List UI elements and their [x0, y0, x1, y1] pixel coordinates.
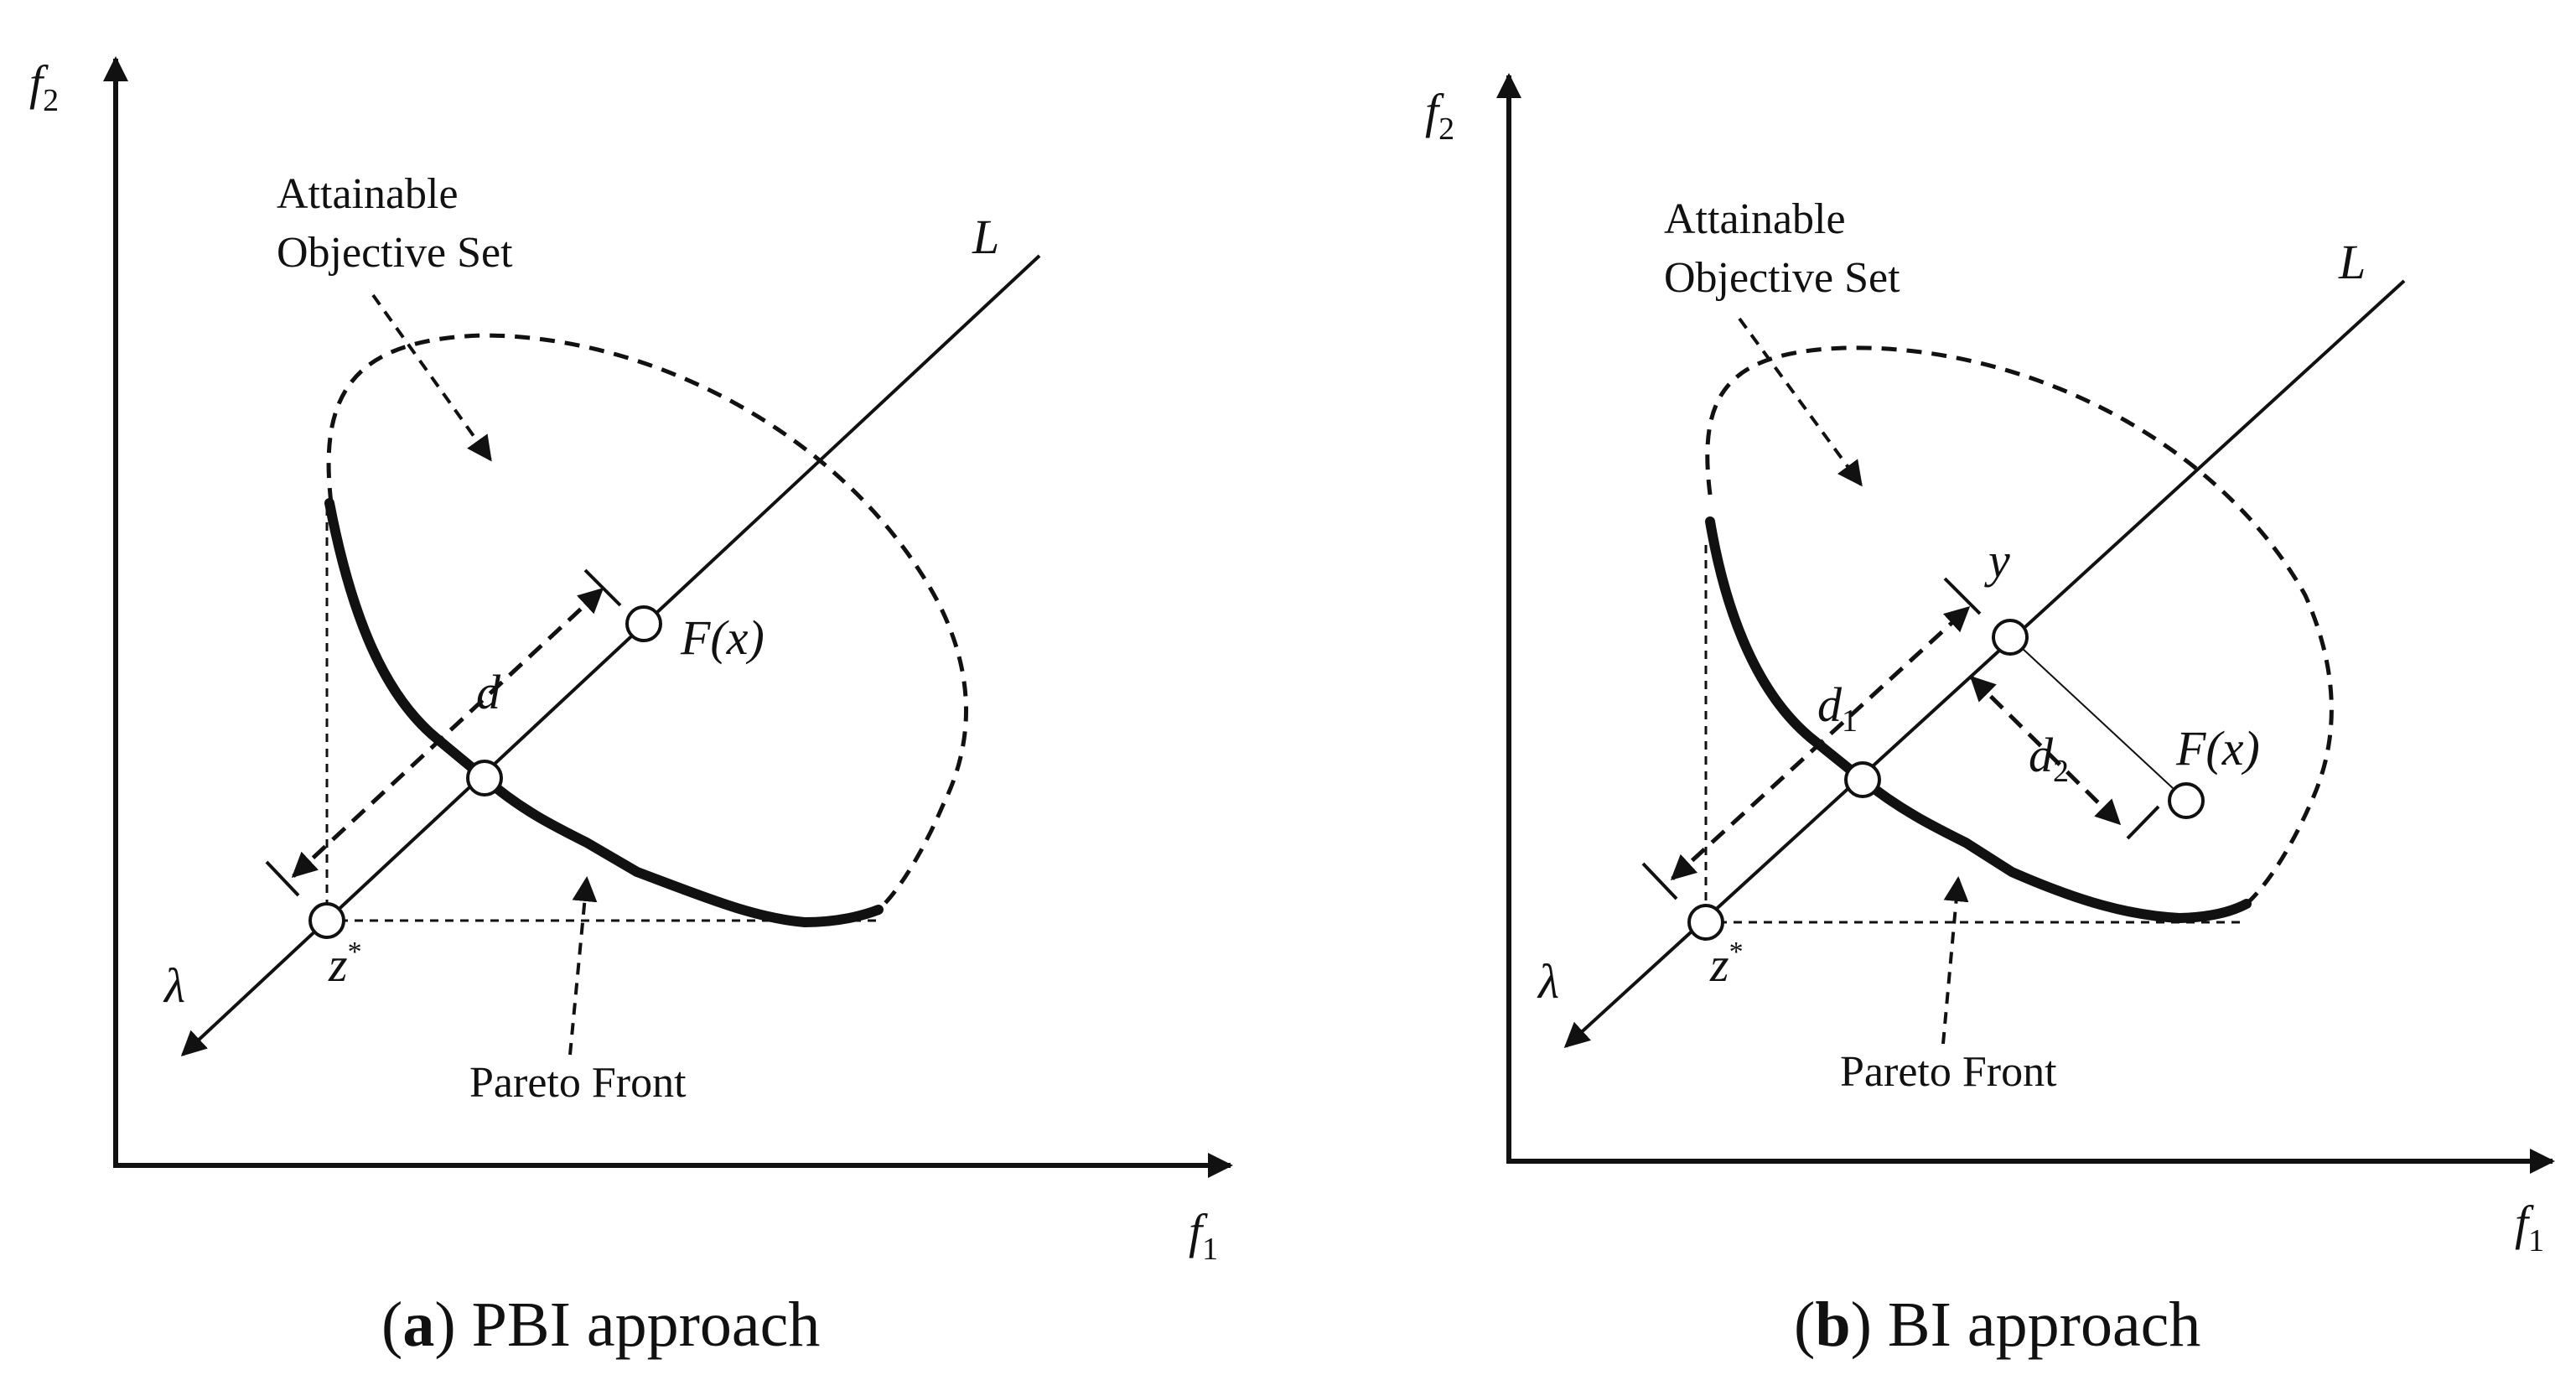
- point-z-star: [1687, 904, 1724, 941]
- tick-d2: [2126, 805, 2160, 840]
- d1-arrow: [1670, 605, 1971, 881]
- reference-line-L: [180, 254, 1041, 1057]
- attainable-set-boundary: [326, 333, 968, 911]
- panel-a: f2 f1 L λ d z* F(x) Attainable Objective…: [29, 55, 1233, 1360]
- tick-upper: [583, 568, 622, 607]
- d-label: d: [476, 665, 501, 719]
- x-axis-label: f1: [1189, 1204, 1218, 1267]
- attainable-pointer: [1738, 317, 1863, 487]
- line-label-L: L: [2338, 235, 2366, 289]
- caption-b: (b) BI approach: [1794, 1289, 2200, 1360]
- attainable-label-line2: Objective Set: [277, 229, 513, 277]
- caption-a: (a) PBI approach: [381, 1289, 820, 1360]
- d2-label: d2: [2029, 728, 2069, 789]
- point-intersection: [1844, 761, 1881, 798]
- y-axis-label: f2: [1425, 84, 1454, 147]
- attainable-label-line1: Attainable: [277, 170, 459, 218]
- attainable-label-line2: Objective Set: [1664, 254, 1900, 302]
- y-axis-label: f2: [29, 55, 59, 118]
- x-axis-label: f1: [2515, 1196, 2544, 1258]
- Fx-label: F(x): [2175, 721, 2260, 776]
- pareto-pointer: [568, 876, 598, 1056]
- point-Fx: [625, 605, 662, 642]
- tick-lower: [1641, 862, 1678, 900]
- pareto-label: Pareto Front: [1840, 1048, 2057, 1096]
- attainable-pointer: [371, 293, 492, 462]
- line-label-L: L: [972, 210, 999, 264]
- tick-upper: [1943, 577, 1982, 615]
- z-star-label: z*: [1709, 937, 1744, 992]
- attainable-set-boundary: [1705, 345, 2334, 905]
- d2-arrow: [1969, 675, 2122, 826]
- lambda-label: λ: [163, 958, 185, 1013]
- pareto-front-curve: [1705, 516, 2252, 924]
- z-star-label: z*: [328, 937, 362, 992]
- pareto-pointer: [1941, 876, 1969, 1045]
- attainable-label-line1: Attainable: [1664, 195, 1846, 243]
- point-Fx: [2168, 782, 2205, 819]
- pareto-front-curve: [324, 498, 884, 928]
- d-arrow: [291, 587, 604, 879]
- tick-lower: [265, 860, 300, 897]
- Fx-label: F(x): [680, 610, 765, 665]
- point-intersection: [466, 760, 503, 796]
- panel-b: f2 f1 L λ d1 d2 z* y F(x) Attainable: [1425, 73, 2555, 1360]
- d1-label: d1: [1817, 677, 1858, 739]
- y-label: y: [1984, 533, 2010, 588]
- pareto-label: Pareto Front: [469, 1059, 687, 1107]
- point-y: [1992, 619, 2029, 656]
- lambda-label: λ: [1537, 954, 1559, 1009]
- point-z-star: [308, 902, 345, 939]
